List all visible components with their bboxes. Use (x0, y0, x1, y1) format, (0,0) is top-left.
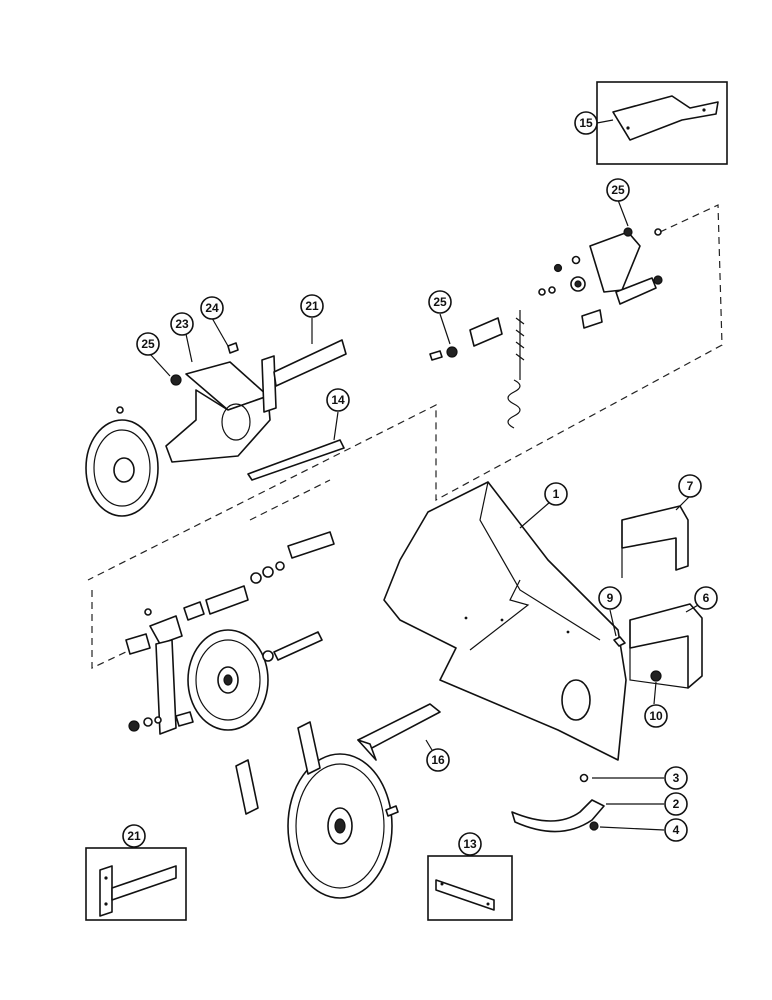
pin (385, 805, 399, 817)
strap-14 (247, 439, 345, 481)
assembly-dashed-boundary-upper (87, 204, 723, 581)
callout-7: 7 (678, 474, 702, 498)
belt-key-a (297, 721, 321, 775)
callout-15: 15 (574, 111, 598, 135)
svg-text:3: 3 (673, 771, 680, 785)
bracket-16 (357, 703, 441, 761)
svg-text:6: 6 (703, 591, 710, 605)
leader-lines (149, 119, 701, 831)
middle-pulley (187, 629, 269, 731)
cover-6 (629, 603, 703, 689)
svg-text:13: 13 (463, 837, 477, 851)
callout-6: 6 (694, 586, 718, 610)
bracket-21-upper (261, 339, 347, 413)
nut-25-left (170, 374, 182, 386)
callout-21-upper: 21 (300, 294, 324, 318)
inset-part-15 (596, 81, 728, 165)
callout-25-right: 25 (606, 178, 630, 202)
callout-3: 3 (664, 766, 688, 790)
nut-10-part (650, 670, 662, 682)
idler-arm-assembly (125, 531, 335, 735)
svg-text:16: 16 (431, 753, 445, 767)
screw-9-part (613, 636, 626, 647)
callout-25-left: 25 (136, 332, 160, 356)
strap-2 (511, 773, 605, 833)
large-pulley (287, 753, 393, 899)
callout-24: 24 (200, 296, 224, 320)
chain-spring-assembly (429, 227, 663, 429)
svg-text:9: 9 (607, 591, 614, 605)
callout-2: 2 (664, 792, 688, 816)
upper-pulley (85, 406, 159, 517)
belt-guard (383, 481, 627, 761)
callout-10: 10 (644, 704, 668, 728)
svg-text:15: 15 (579, 116, 593, 130)
callout-16: 16 (426, 748, 450, 772)
svg-text:10: 10 (649, 709, 663, 723)
svg-text:25: 25 (433, 295, 447, 309)
callout-21-inset: 21 (122, 824, 146, 848)
callout-13: 13 (458, 832, 482, 856)
callout-4: 4 (664, 818, 688, 842)
cover-7 (621, 505, 689, 578)
svg-text:21: 21 (305, 299, 319, 313)
callout-14: 14 (326, 388, 350, 412)
bolt-24-part (227, 342, 239, 354)
svg-text:25: 25 (141, 337, 155, 351)
svg-text:2: 2 (673, 797, 680, 811)
svg-text:7: 7 (687, 479, 694, 493)
svg-text:1: 1 (553, 487, 560, 501)
svg-text:4: 4 (673, 823, 680, 837)
inset-part-13 (427, 855, 513, 921)
callout-1: 1 (544, 482, 568, 506)
callout-9: 9 (598, 586, 622, 610)
callout-23: 23 (170, 312, 194, 336)
svg-text:25: 25 (611, 183, 625, 197)
belt-key-b (235, 759, 259, 815)
assembly-dashed-boundary-lower (91, 479, 331, 669)
svg-text:24: 24 (205, 301, 219, 315)
callout-25-middle: 25 (428, 290, 452, 314)
svg-text:14: 14 (331, 393, 345, 407)
inset-part-21 (85, 847, 187, 921)
svg-text:23: 23 (175, 317, 189, 331)
svg-text:21: 21 (127, 829, 141, 843)
bracket-23 (165, 361, 271, 463)
